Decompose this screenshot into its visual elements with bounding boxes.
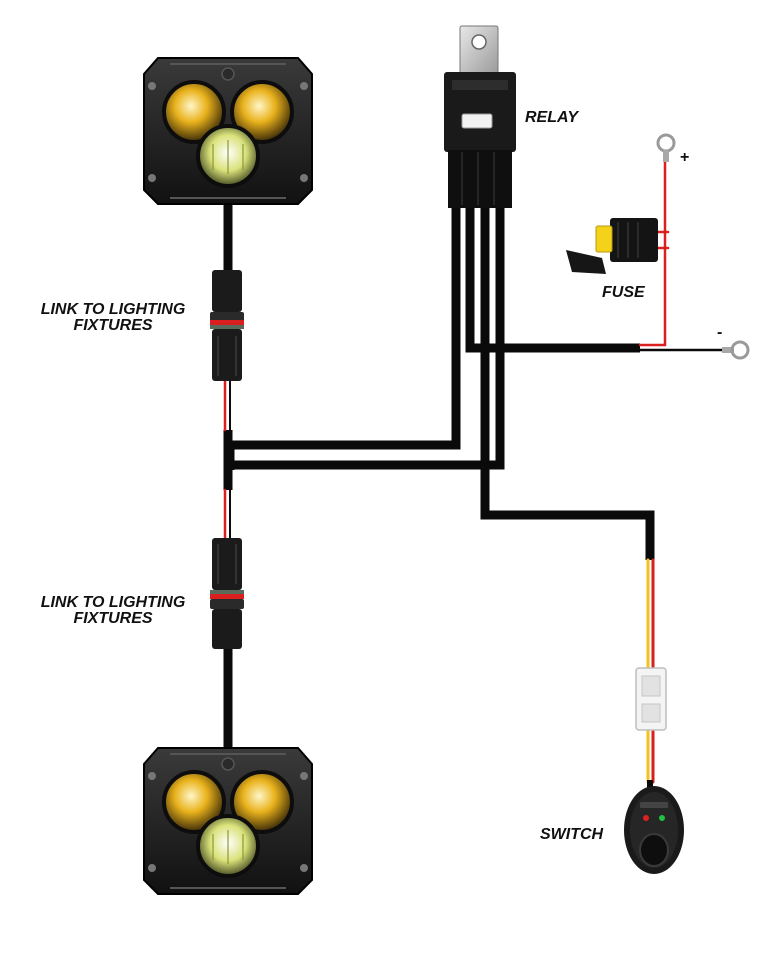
ring-terminal-negative [722, 340, 750, 360]
relay-lead-3 [480, 205, 655, 560]
switch-led-green [659, 815, 665, 821]
relay-lead-4 [230, 205, 505, 470]
relay-label: RELAY [525, 109, 579, 126]
switch-label: SWITCH [540, 826, 604, 843]
relay-lead-2 [465, 205, 640, 353]
link-label-top-line1: LINK TO LIGHTING [40, 301, 186, 318]
fuse-label: FUSE [602, 284, 645, 301]
fuse-cap [566, 250, 606, 274]
thin-wires [223, 158, 730, 784]
led-light-pod-icon-top [143, 57, 313, 205]
link-label-bottom: LINK TO LIGHTING FIXTURES [28, 595, 198, 627]
led-light-pod-icon-bottom [143, 747, 313, 895]
positive-wire [638, 158, 667, 347]
lens-left-top [162, 80, 226, 144]
link-label-bottom-line1: LINK TO LIGHTING [40, 594, 186, 611]
connector-bottom [210, 538, 244, 649]
link-label-bottom-line2: FIXTURES [73, 610, 153, 627]
relay-label-plate [461, 113, 493, 129]
fuse-blade [595, 225, 613, 253]
connector-switch [635, 667, 667, 731]
main-harness [223, 200, 655, 755]
switch-led-red [643, 815, 649, 821]
link-label-top-line2: FIXTURES [73, 317, 153, 334]
relay-icon [444, 25, 516, 208]
lens-right-top [230, 80, 294, 144]
connector-top [210, 270, 244, 381]
relay-lead-1 [225, 205, 461, 470]
relay-body [444, 72, 516, 152]
link-label-top: LINK TO LIGHTING FIXTURES [28, 302, 198, 334]
negative-sign: - [717, 324, 723, 341]
switch-button [639, 833, 669, 867]
blade-fuse-icon [566, 218, 658, 274]
fuse-holder [610, 218, 658, 262]
lens-right-bottom [230, 770, 294, 834]
positive-sign: + [680, 149, 690, 166]
relay-mount-tab [459, 25, 499, 75]
lens-left-bottom [162, 770, 226, 834]
ring-terminal-positive [656, 133, 676, 162]
rocker-switch-icon [624, 780, 684, 874]
